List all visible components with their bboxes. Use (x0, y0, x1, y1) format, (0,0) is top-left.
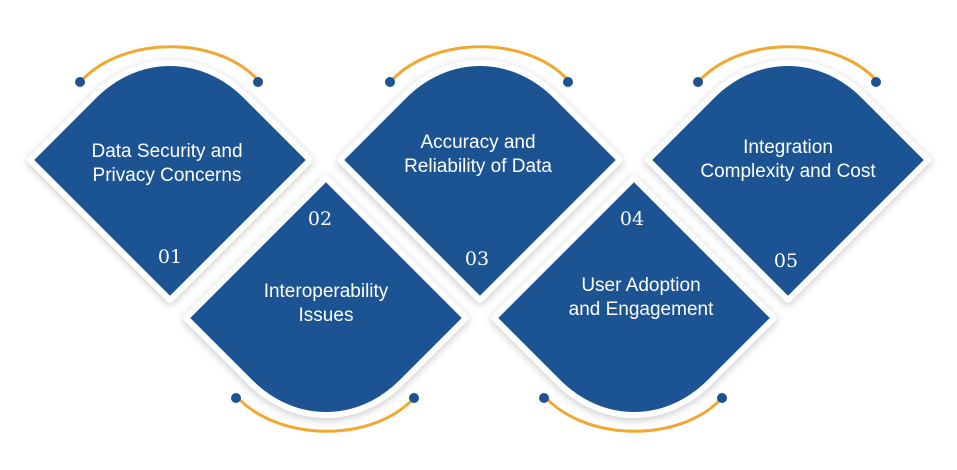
step-2-shape (183, 175, 469, 433)
step-1-dot-left (75, 77, 85, 87)
step-2-label: Interoperability Issues (263, 281, 389, 326)
step-5-dot-right (871, 77, 881, 87)
step-4-number: 04 (619, 208, 645, 230)
step-1-label: Data Security and Privacy Concerns (91, 141, 243, 186)
step-3-number: 03 (464, 248, 490, 270)
step-3-dot-right (563, 77, 573, 87)
step-5-number: 05 (773, 250, 799, 272)
step-1-shape (27, 45, 313, 303)
step-5-shape (645, 45, 931, 303)
step-3-arc (391, 45, 569, 81)
step-4-arc (545, 397, 723, 433)
step-5-arc (699, 45, 877, 81)
step-2-arc (237, 397, 415, 433)
step-1-dot-right (253, 77, 263, 87)
step-5-dot-left (693, 77, 703, 87)
step-1-number: 01 (157, 246, 183, 268)
step-5-label: Integration Complexity and Cost (700, 137, 876, 182)
step-3-label: Accuracy and Reliability of Data (404, 132, 552, 177)
step-1-arc (81, 45, 259, 81)
step-3-dot-left (385, 77, 395, 87)
step-4-label: User Adoption and Engagement (568, 275, 714, 320)
step-4-dot-right (717, 393, 727, 403)
step-4-dot-left (539, 393, 549, 403)
step-2-number: 02 (307, 208, 333, 230)
step-3-shape (337, 45, 623, 303)
step-2-dot-left (231, 393, 241, 403)
step-2-dot-right (409, 393, 419, 403)
step-4-shape (491, 175, 777, 433)
